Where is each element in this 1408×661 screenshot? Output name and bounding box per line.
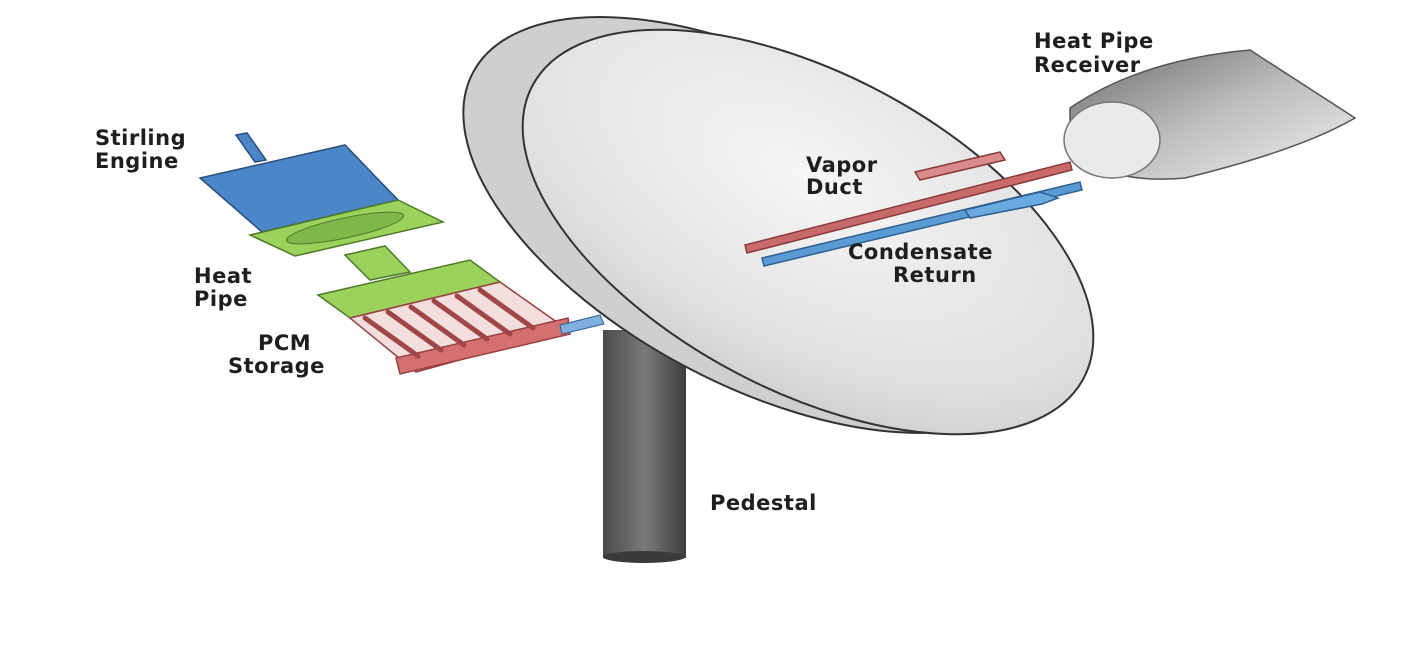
label-vapor-duct-line2: Duct (806, 175, 863, 199)
pedestal (603, 330, 686, 563)
pcm-fins (362, 287, 536, 359)
condensate-return-pipe (761, 181, 1083, 267)
label-condensate-return: Condensate Return (848, 240, 1001, 287)
label-vapor-duct-line1: Vapor (806, 153, 878, 177)
pcm-storage (348, 281, 605, 375)
vapor-duct-pipe (744, 151, 1073, 254)
heat-pipe-receiver (1063, 49, 1357, 180)
label-pedestal: Pedestal (710, 491, 817, 515)
label-condensate-return-line2: Return (893, 263, 977, 287)
label-heat-pipe-receiver-line2: Receiver (1034, 53, 1141, 77)
label-pcm-storage-line1: PCM (258, 331, 311, 355)
label-heat-pipe-receiver-line1: Heat Pipe (1034, 29, 1154, 53)
label-heat-pipe: Heat Pipe (194, 264, 260, 311)
label-vapor-duct: Vapor Duct (806, 153, 885, 199)
label-heat-pipe-line2: Pipe (194, 287, 248, 311)
label-heat-pipe-line1: Heat (194, 264, 252, 288)
label-pcm-storage-line2: Storage (228, 354, 325, 378)
label-pcm-storage: PCM Storage (228, 331, 325, 378)
stirling-engine (198, 132, 400, 233)
label-stirling-engine: Stirling Engine (95, 126, 194, 173)
label-stirling-engine-line2: Engine (95, 149, 179, 173)
heat-pipe-block (247, 199, 502, 319)
label-heat-pipe-receiver: Heat Pipe Receiver (1034, 29, 1162, 77)
label-stirling-engine-line1: Stirling (95, 126, 186, 150)
label-condensate-return-line1: Condensate (848, 240, 993, 264)
